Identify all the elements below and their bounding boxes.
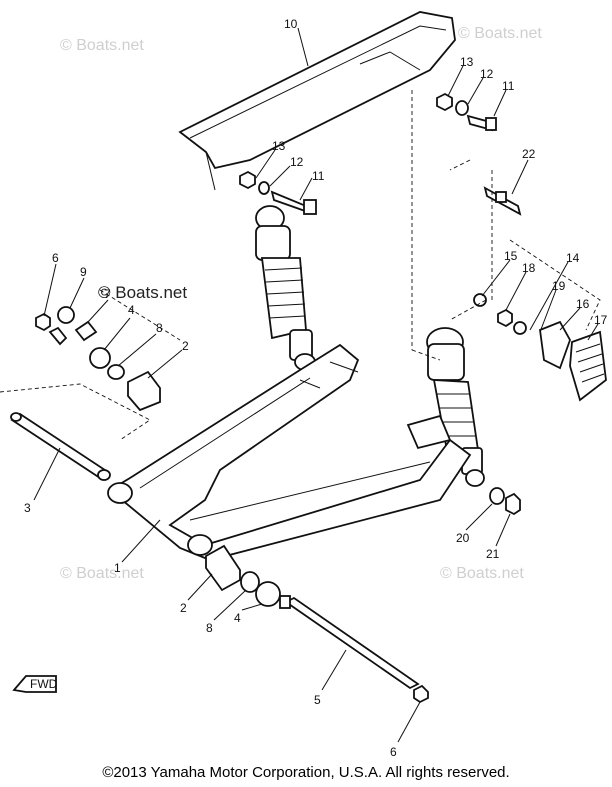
fwd-label: FWD: [30, 677, 58, 691]
callout-9: 9: [80, 265, 87, 279]
callout-6-upper: 6: [52, 251, 59, 265]
callout-7: 7: [104, 287, 111, 301]
stud-bolt: [483, 186, 522, 216]
callout-16: 16: [576, 297, 590, 311]
callout-12-lower: 12: [290, 155, 304, 169]
copyright-notice: ©2013 Yamaha Motor Corporation, U.S.A. A…: [102, 764, 510, 781]
callout-20: 20: [456, 531, 470, 545]
callout-13-lower: 13: [272, 139, 286, 153]
callout-14: 14: [566, 251, 580, 265]
watermark-top-left: © Boats.net: [60, 37, 144, 54]
callout-15: 15: [504, 249, 518, 263]
callout-3: 3: [24, 501, 31, 515]
callout-8-upper: 8: [156, 321, 163, 335]
callout-19: 19: [552, 279, 566, 293]
callout-21: 21: [486, 547, 500, 561]
callout-2-lower: 2: [180, 601, 187, 615]
watermark-bottom-right: © Boats.net: [440, 565, 524, 582]
callout-13-upper: 13: [460, 55, 474, 69]
callout-numbers: 10 13 12 11 13 12 11 22 6 9 7 4 8 2 15 1…: [24, 17, 608, 759]
watermark-bottom-left: © Boats.net: [60, 565, 144, 582]
callout-4-upper: 4: [128, 303, 135, 317]
callout-1: 1: [114, 561, 121, 575]
chain-guard-fasteners-upper: [436, 92, 497, 132]
callout-18: 18: [522, 261, 536, 275]
shock-lower-fasteners: [489, 487, 521, 516]
chain-guard-fasteners-lower: [239, 170, 317, 215]
callout-5: 5: [314, 693, 321, 707]
callout-4-lower: 4: [234, 611, 241, 625]
fwd-arrow: FWD: [12, 675, 58, 693]
lower-pivot-parts: [205, 544, 429, 704]
pivot-shaft: [10, 412, 111, 481]
callout-17: 17: [594, 313, 608, 327]
phantom-lines: [0, 90, 601, 441]
callout-12-upper: 12: [480, 67, 494, 81]
callout-2-upper: 2: [182, 339, 189, 353]
leader-lines: [33, 27, 599, 743]
callout-11-lower: 11: [312, 169, 325, 183]
callout-8-lower: 8: [206, 621, 213, 635]
callout-11-upper: 11: [502, 79, 515, 93]
rear-shock-left: [255, 205, 316, 371]
swing-arm: [107, 343, 472, 561]
callout-22: 22: [522, 147, 536, 161]
watermark-top-right: © Boats.net: [458, 25, 542, 42]
left-pivot-parts: [35, 306, 161, 412]
callout-10: 10: [284, 17, 298, 31]
chain-guard: [178, 11, 456, 191]
watermark-center: © Boats.net: [98, 283, 187, 302]
callout-6-lower: 6: [390, 745, 397, 759]
